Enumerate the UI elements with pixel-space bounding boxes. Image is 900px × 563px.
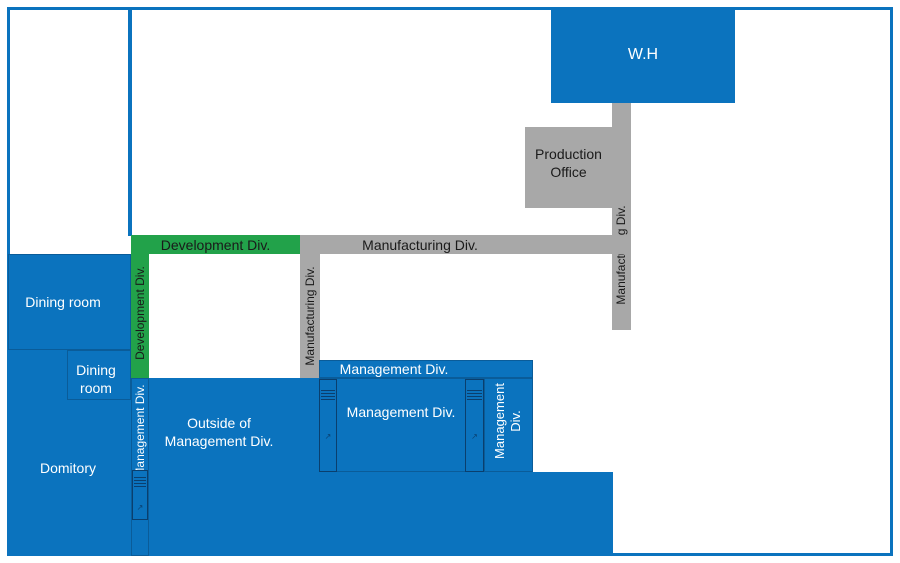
manufacturing-corridor-horizontal <box>300 235 631 254</box>
production-office-room <box>525 127 612 208</box>
management-center-room <box>319 378 533 472</box>
dining-room-small <box>67 350 131 400</box>
warehouse-label: W.H <box>627 46 659 63</box>
dining-room-large <box>8 254 131 350</box>
management-center-label: Management Div. <box>346 404 456 420</box>
warehouse-room <box>551 10 735 103</box>
production-office-label: Production Office <box>535 146 602 180</box>
outside-management-label: Outside of Management Div. <box>164 415 274 449</box>
dining-room-small-label: Dining room <box>76 362 116 396</box>
manufacturing-corridor-left <box>300 254 320 378</box>
dining-room-large-label: Dining room <box>25 294 101 310</box>
management-corridor-horizontal <box>319 360 533 378</box>
stairs-center-left: ↗ <box>319 379 337 472</box>
outside-management-area <box>149 378 319 556</box>
manufacturing-corridor-horizontal-label: Manufacturing Div. <box>362 237 478 253</box>
dormitory-label: Domitory <box>39 460 96 476</box>
development-corridor-horizontal <box>131 235 300 254</box>
management-right-room <box>484 379 533 472</box>
development-corridor-vertical-label: Development Div. <box>133 266 147 360</box>
stairs-left: ↗ <box>132 470 148 520</box>
manufacturing-corridor-right <box>612 103 631 330</box>
development-corridor-vertical <box>131 254 149 378</box>
courtyard-wall <box>128 8 132 236</box>
management-corridor-horizontal-label: Management Div. <box>339 361 449 377</box>
outside-management-lower <box>319 472 613 556</box>
development-corridor-horizontal-label: Development Div. <box>160 237 271 253</box>
stairs-center-right: ↗ <box>465 379 484 472</box>
management-right-label: Management Div. <box>492 383 523 459</box>
manufacturing-corridor-left-label: Manufacturing Div. <box>303 266 317 366</box>
manufacturing-corridor-right-label: Manufacturing Div. <box>614 205 628 305</box>
